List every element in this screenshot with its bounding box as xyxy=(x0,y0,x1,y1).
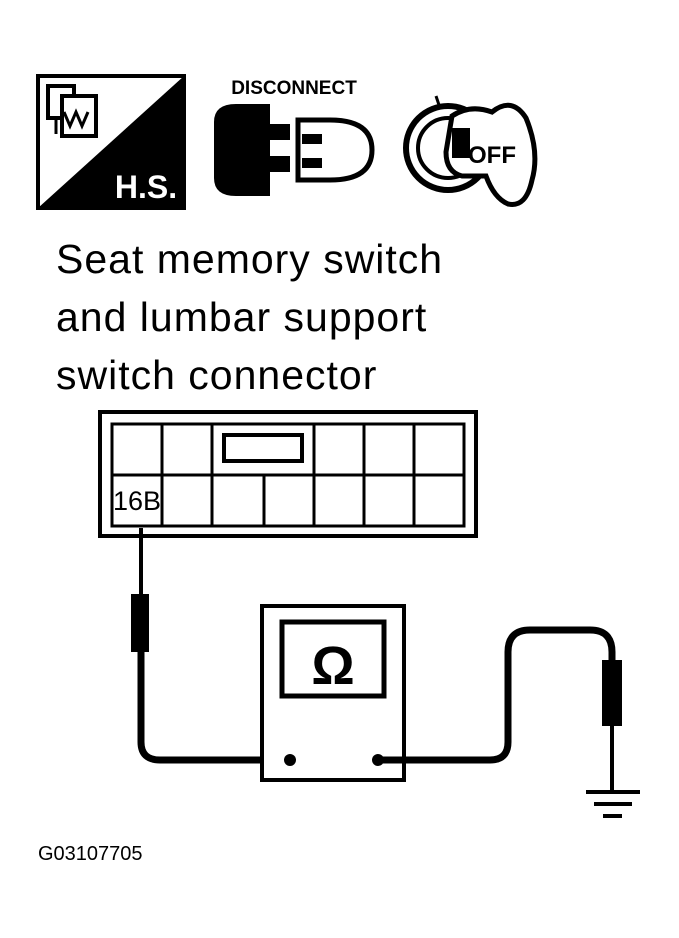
figure-id: G03107705 xyxy=(38,843,143,865)
terminal-16b-label: 16B xyxy=(113,486,161,516)
connector-disconnect-icon xyxy=(214,104,375,196)
title-line-1: Seat memory switch xyxy=(56,236,444,282)
hs-label: H.S. xyxy=(115,169,177,205)
connector-housing xyxy=(98,410,478,538)
wiring-harness-icon xyxy=(36,74,186,210)
title-line-2: and lumbar support xyxy=(56,294,428,340)
ignition-off-label: OFF xyxy=(468,142,516,169)
ground-symbol-icon xyxy=(586,790,640,818)
ohmmeter-icon xyxy=(260,604,406,782)
ignition-key-icon xyxy=(403,95,538,207)
right-probe xyxy=(378,626,622,792)
ohm-symbol: Ω xyxy=(311,636,354,696)
left-probe xyxy=(131,528,288,764)
disconnect-label: DISCONNECT xyxy=(231,78,357,99)
title-line-3: switch connector xyxy=(56,352,378,398)
